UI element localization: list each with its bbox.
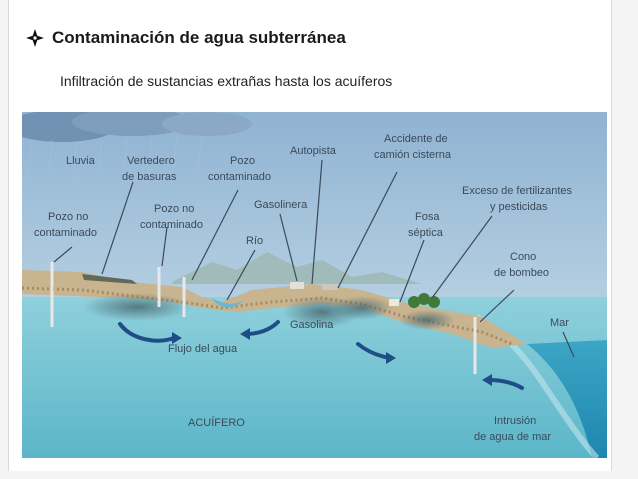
mountains: [172, 252, 422, 284]
rain-streaks: [25, 135, 203, 208]
label-rio: Río: [246, 235, 263, 247]
label-intrusion-2: de agua de mar: [474, 431, 551, 443]
label-intrusion-1: Intrusión: [494, 415, 536, 427]
label-cono-2: de bombeo: [494, 267, 549, 279]
label-exceso-1: Exceso de fertilizantes: [462, 185, 573, 197]
label-lluvia: Lluvia: [66, 155, 96, 167]
aquifer: [22, 297, 607, 458]
river: [212, 298, 244, 308]
label-mar: Mar: [550, 317, 569, 329]
plume-landfill: [82, 293, 192, 321]
slide-heading: Contaminación de agua subterránea: [26, 28, 346, 48]
landfill: [82, 274, 137, 284]
pointer-lines: [53, 159, 575, 358]
label-accidente-1: Accidente de: [384, 133, 448, 145]
label-pozo-contaminado-1: Pozo: [230, 155, 255, 167]
plume-septic: [399, 310, 455, 330]
label-pozo-no-contaminado-mid-1: Pozo no: [154, 203, 194, 215]
slide-subtitle: Infiltración de sustancias extrañas hast…: [60, 73, 393, 89]
label-fosa-2: séptica: [408, 227, 444, 239]
label-gasolina: Gasolina: [290, 319, 334, 331]
label-pozo-no-contaminado-mid-2: contaminado: [140, 219, 203, 231]
slide-left-border: [0, 0, 9, 479]
rain-cloud: [22, 112, 252, 142]
label-pozo-no-contaminado-left-1: Pozo no: [48, 211, 88, 223]
label-exceso-2: y pesticidas: [490, 201, 548, 213]
label-acuifero: ACUÍFERO: [188, 416, 245, 429]
trees: [408, 293, 440, 308]
house: [389, 299, 399, 306]
sea: [527, 340, 607, 458]
label-autopista: Autopista: [290, 145, 337, 157]
gas-station: [290, 282, 304, 289]
label-gasolinera: Gasolinera: [254, 199, 308, 211]
label-pozo-contaminado-2: contaminado: [208, 171, 271, 183]
label-accidente-2: camión cisterna: [374, 149, 452, 161]
soil-layer: [22, 270, 527, 348]
slide-right-border: [611, 0, 638, 479]
groundwater-diagram: Lluvia Vertedero de basuras Pozo contami…: [22, 112, 607, 458]
slide-bottom-border: [0, 471, 638, 479]
label-fosa-1: Fosa: [415, 211, 440, 223]
tanker-truck: [322, 284, 338, 290]
flow-arrows: [118, 320, 524, 390]
plume-truck: [332, 296, 392, 320]
slide-title: Contaminación de agua subterránea: [52, 28, 346, 47]
diagram-labels: Lluvia Vertedero de basuras Pozo contami…: [34, 133, 573, 443]
label-pozo-no-contaminado-left-2: contaminado: [34, 227, 97, 239]
diamond-bullet-icon: [26, 29, 44, 47]
label-cono-1: Cono: [510, 251, 536, 263]
label-flujo: Flujo del agua: [168, 343, 238, 355]
label-vertedero-2: de basuras: [122, 171, 177, 183]
label-vertedero-1: Vertedero: [127, 155, 175, 167]
